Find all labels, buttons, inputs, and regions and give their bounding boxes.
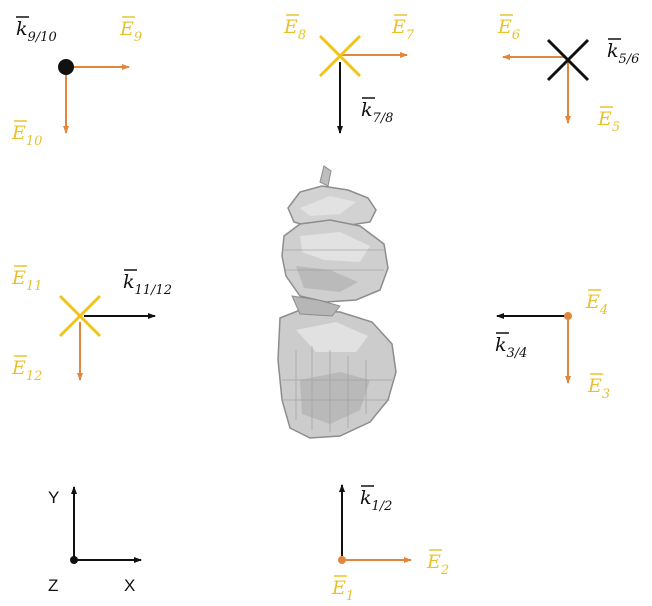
source-3-4 bbox=[496, 312, 572, 384]
svg-text:E10: E10 bbox=[11, 122, 42, 149]
e9-label: E9 bbox=[119, 16, 142, 45]
z-axis-label: Z bbox=[48, 576, 58, 595]
svg-text:k11/12: k11/12 bbox=[123, 271, 172, 298]
k9-10-label: k9/10 bbox=[16, 16, 57, 45]
e1-label: E1 bbox=[331, 575, 354, 604]
svg-text:E1: E1 bbox=[331, 577, 354, 604]
svg-text:k7/8: k7/8 bbox=[361, 99, 393, 126]
k1-2-label: k1/2 bbox=[360, 485, 392, 514]
svg-text:k1/2: k1/2 bbox=[360, 487, 392, 514]
svg-text:E8: E8 bbox=[283, 16, 306, 43]
svg-text:E6: E6 bbox=[497, 16, 520, 43]
e7-label: E7 bbox=[391, 14, 415, 43]
svg-text:E9: E9 bbox=[119, 18, 142, 45]
x-axis-label: X bbox=[124, 576, 135, 595]
e1-out-of-page-dot bbox=[338, 556, 346, 564]
y-axis-label: Y bbox=[48, 488, 59, 507]
svg-text:E5: E5 bbox=[597, 108, 620, 135]
e5-label: E5 bbox=[597, 106, 620, 135]
coordinate-axes: Y X Z bbox=[48, 486, 142, 595]
k7-8-label: k7/8 bbox=[361, 97, 393, 126]
e3-label: E3 bbox=[587, 373, 610, 402]
source-1-2 bbox=[338, 484, 412, 564]
svg-text:E4: E4 bbox=[585, 291, 608, 318]
wave-into-page-cross bbox=[318, 34, 362, 78]
svg-text:k9/10: k9/10 bbox=[16, 18, 57, 45]
e12-label: E12 bbox=[11, 355, 42, 384]
source-5-6 bbox=[502, 38, 590, 124]
k11-12-label: k11/12 bbox=[123, 269, 172, 298]
e2-label: E2 bbox=[426, 549, 449, 578]
svg-text:k3/4: k3/4 bbox=[495, 334, 527, 361]
e8-label: E8 bbox=[283, 14, 306, 43]
e6-label: E6 bbox=[497, 14, 520, 43]
k5-6-label: k5/6 bbox=[607, 38, 639, 67]
source-9-10 bbox=[58, 59, 130, 134]
svg-text:k5/6: k5/6 bbox=[607, 40, 639, 67]
e4-out-of-page-dot bbox=[564, 312, 572, 320]
voxel-object bbox=[277, 165, 397, 439]
svg-text:E12: E12 bbox=[11, 357, 42, 384]
source-11-12 bbox=[58, 294, 156, 381]
e11-label: E11 bbox=[11, 265, 42, 294]
svg-text:E7: E7 bbox=[391, 16, 415, 43]
wave-into-page-cross-black bbox=[546, 38, 590, 82]
e4-label: E4 bbox=[585, 289, 608, 318]
z-axis-dot bbox=[70, 556, 78, 564]
svg-text:E3: E3 bbox=[587, 375, 610, 402]
wave-out-of-page-dot bbox=[58, 59, 74, 75]
wave-into-page-cross bbox=[58, 294, 102, 338]
source-7-8 bbox=[318, 34, 408, 134]
svg-text:E11: E11 bbox=[11, 267, 42, 294]
e10-label: E10 bbox=[11, 120, 42, 149]
svg-text:E2: E2 bbox=[426, 551, 449, 578]
k3-4-label: k3/4 bbox=[495, 332, 527, 361]
